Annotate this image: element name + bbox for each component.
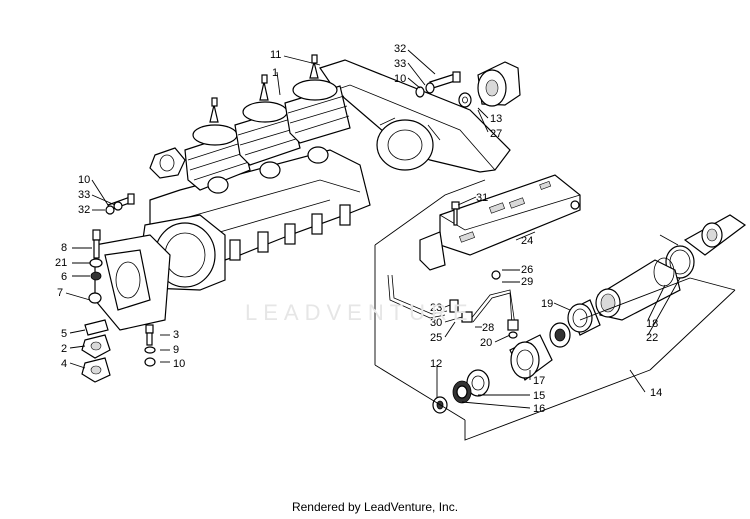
callout-27: 27: [490, 128, 502, 140]
callout-7: 7: [57, 287, 63, 299]
bearing-assembly: [432, 322, 571, 414]
drive-shaft: [683, 214, 747, 256]
callout-25: 25: [430, 332, 442, 344]
lower-mount-parts: [81, 319, 156, 383]
bolt-31: [451, 201, 460, 226]
left-fasteners: [89, 229, 103, 281]
cylinder-2: [234, 74, 301, 166]
callout-10-top: 10: [394, 73, 406, 85]
callout-11: 11: [270, 49, 281, 61]
callout-19: 19: [541, 298, 553, 310]
callout-33-left: 33: [78, 189, 90, 201]
callout-22: 22: [646, 332, 658, 344]
callout-13: 13: [490, 113, 502, 125]
top-bolt-set: [415, 71, 461, 98]
callout-18: 18: [646, 318, 658, 330]
leader-lines: [65, 49, 681, 409]
callout-8: 8: [61, 242, 67, 254]
callout-12: 12: [430, 358, 442, 370]
callout-33-top: 33: [394, 58, 406, 70]
callout-10-left: 10: [78, 174, 90, 186]
callout-9: 9: [173, 344, 179, 356]
callout-32-top: 32: [394, 43, 406, 55]
watermark: LEADVENTURE: [245, 300, 474, 325]
coupler: [567, 299, 601, 336]
fan-shroud: [319, 59, 511, 173]
callout-2: 2: [61, 343, 67, 355]
rubber-boot: [595, 257, 681, 321]
callout-21: 21: [55, 257, 67, 269]
callout-24: 24: [521, 235, 533, 247]
callout-23: 23: [430, 302, 442, 314]
grease-tube-assembly: [449, 289, 519, 339]
fastener-26: [491, 270, 501, 280]
callout-30: 30: [430, 317, 442, 329]
callout-10-bottom: 10: [173, 358, 185, 370]
drive-bracket: [419, 174, 581, 271]
callout-17: 17: [533, 375, 545, 387]
footer-credit: Rendered by LeadVenture, Inc.: [291, 500, 459, 514]
callout-16: 16: [533, 403, 545, 415]
cylinder-3: [284, 54, 351, 144]
rod-bracket: [387, 274, 448, 319]
callout-15: 15: [533, 390, 545, 402]
callout-4: 4: [61, 358, 67, 370]
callout-6: 6: [61, 271, 67, 283]
callout-5: 5: [61, 328, 67, 340]
callout-31: 31: [476, 192, 488, 204]
callout-3: 3: [173, 329, 179, 341]
callout-1: 1: [272, 67, 278, 79]
callout-20: 20: [480, 337, 492, 349]
callout-29: 29: [521, 276, 533, 288]
left-top-bolt-set: [105, 193, 135, 215]
fan-pulley: [458, 61, 521, 108]
callout-26: 26: [521, 264, 533, 276]
callout-14: 14: [650, 387, 662, 399]
callout-28: 28: [482, 322, 494, 334]
callout-32-left: 32: [78, 204, 90, 216]
callouts: 11 1 32 33 10 13 27 10 33 32 8 21 6 7 5 …: [55, 43, 662, 415]
driveshaft-assembly-outline: [374, 179, 736, 441]
engine-mount-bracket: [88, 234, 171, 331]
